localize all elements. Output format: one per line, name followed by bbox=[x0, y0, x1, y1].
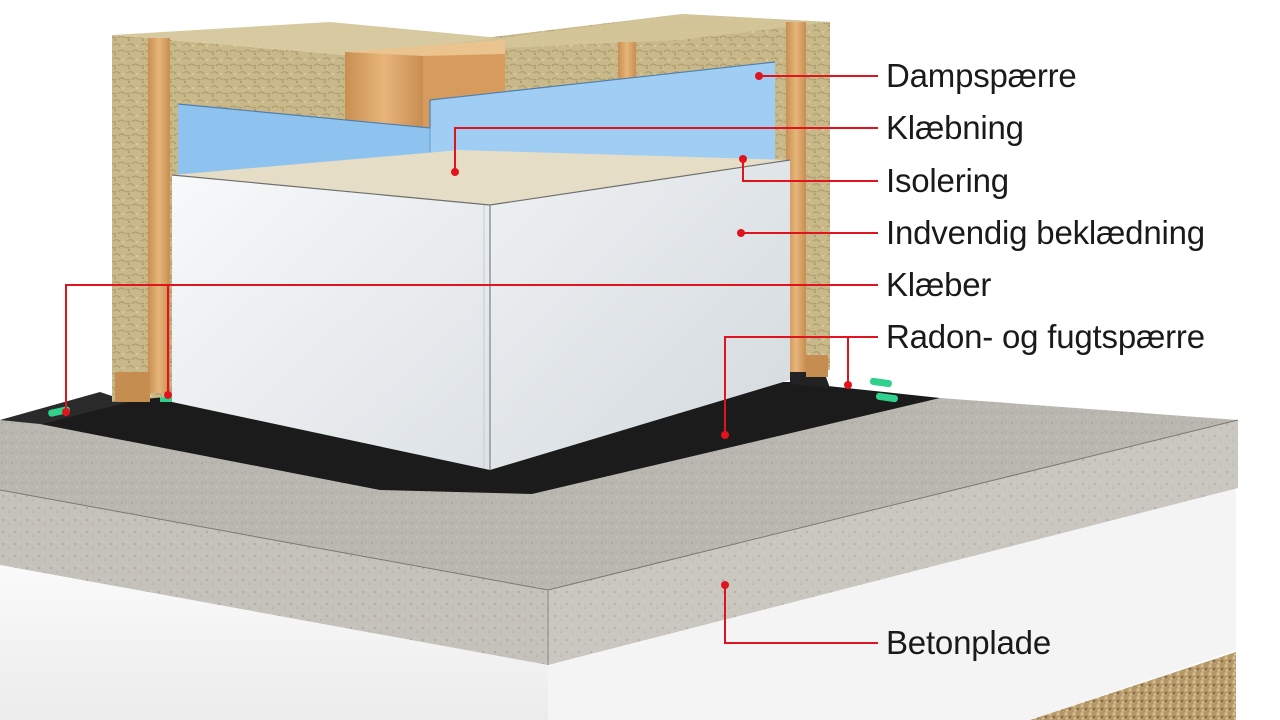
label-betonplade: Betonplade bbox=[886, 624, 1051, 661]
label-klaeber: Klæber bbox=[886, 266, 992, 303]
label-isolering: Isolering bbox=[886, 162, 1009, 199]
label-indvendig-beklaedning: Indvendig beklædning bbox=[886, 214, 1205, 251]
label-dampspaerre: Dampspærre bbox=[886, 57, 1077, 94]
floor-insulation-layer bbox=[0, 488, 1236, 720]
leader-dots bbox=[62, 72, 852, 589]
gravel-fill bbox=[1030, 652, 1236, 720]
label-klaebning: Klæbning bbox=[886, 109, 1024, 146]
leader-lines bbox=[65, 75, 878, 644]
interior-lining bbox=[171, 150, 791, 470]
label-radon-fugtspaerre: Radon- og fugtspærre bbox=[886, 318, 1205, 355]
